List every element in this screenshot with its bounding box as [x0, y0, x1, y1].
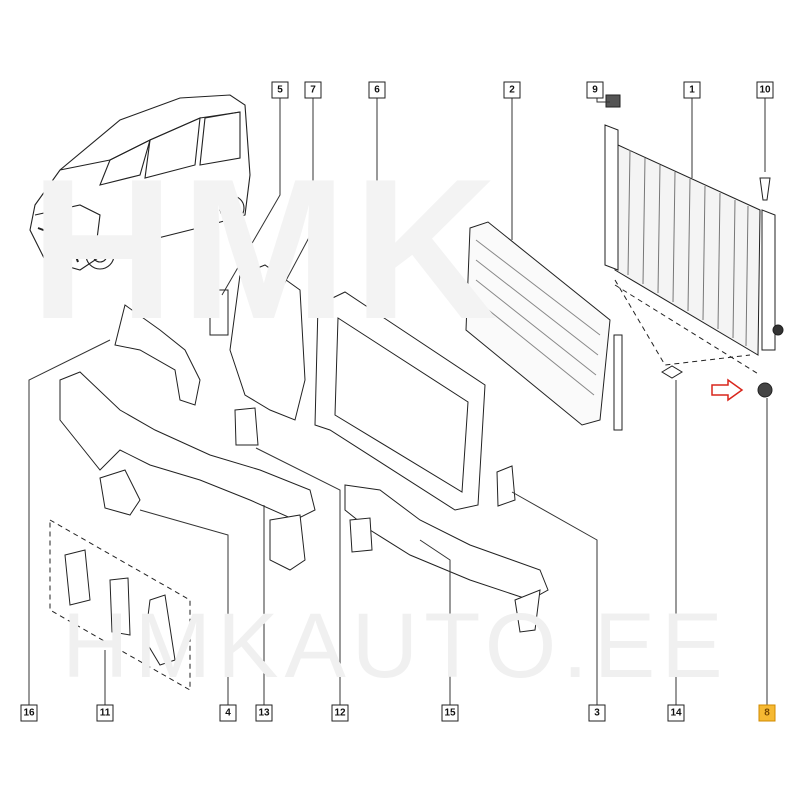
part-16-air-deflector: [59, 304, 316, 571]
callout-9[interactable]: 9: [586, 81, 604, 99]
callout-13[interactable]: 13: [255, 704, 273, 722]
callout-3[interactable]: 3: [588, 704, 606, 722]
callout-1[interactable]: 1: [683, 81, 701, 99]
callout-8-highlighted[interactable]: 8: [758, 704, 776, 722]
callout-2[interactable]: 2: [503, 81, 521, 99]
callout-16[interactable]: 16: [20, 704, 38, 722]
part-6-radiator-frame: [314, 291, 486, 511]
callout-5[interactable]: 5: [271, 81, 289, 99]
callout-10[interactable]: 10: [756, 81, 774, 99]
callout-4[interactable]: 4: [219, 704, 237, 722]
callout-12[interactable]: 12: [331, 704, 349, 722]
callout-11[interactable]: 11: [96, 704, 114, 722]
part-14-clip: [661, 365, 683, 379]
part-2-condenser: [465, 221, 623, 431]
vehicle-illustration: [29, 94, 251, 271]
callout-7[interactable]: 7: [304, 81, 322, 99]
part-1-radiator: [604, 94, 784, 356]
callout-6[interactable]: 6: [368, 81, 386, 99]
part-12-bracket: [234, 407, 259, 446]
part-8-grommet: [757, 382, 773, 398]
part-15-lower-deflector: [344, 484, 549, 633]
callout-14[interactable]: 14: [667, 704, 685, 722]
leader-lines: [28, 98, 768, 705]
mounting-guides: [49, 279, 761, 691]
part-5-7-air-duct: [209, 264, 306, 421]
part-3-clip: [496, 465, 516, 507]
red-arrow-icon: [711, 378, 744, 402]
callout-15[interactable]: 15: [441, 704, 459, 722]
part-11-kit: [64, 549, 176, 666]
